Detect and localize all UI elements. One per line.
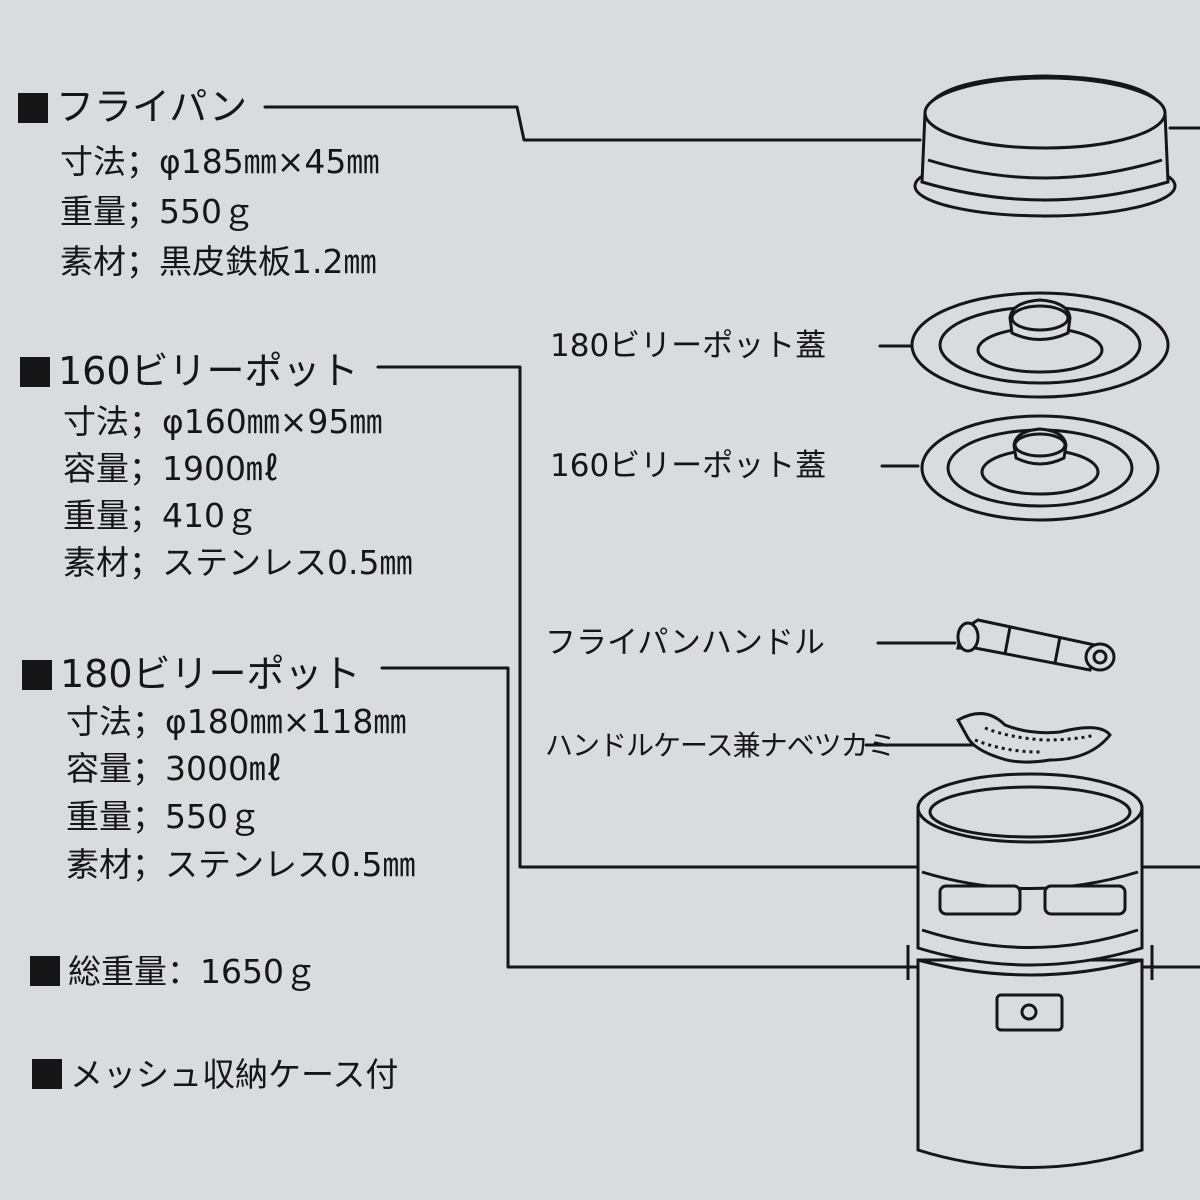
leader-line-fry-pan [263,105,922,142]
handle-case-drawing [955,712,1112,764]
fry-pan-material: 素材；黒皮鉄板1.2㎜ [60,242,377,281]
leader-line-pot-160 [376,365,1200,869]
fry-pan-heading: フライパン [18,88,247,126]
label-lid-180: 180ビリーポット蓋 [550,328,827,364]
mesh-case-note: メッシュ収納ケース付 [32,1058,398,1091]
fry-pan-size: 寸法；φ185㎜×45㎜ [60,142,380,181]
total-weight: 総重量：1650ｇ [30,955,317,988]
pot-160-heading: 160ビリーポット [20,352,359,390]
bullet-square-icon [30,956,60,986]
pot-180-size: 寸法；φ180㎜×118㎜ [66,702,407,741]
pot-180-heading: 180ビリーポット [22,655,361,693]
pot-160-size: 寸法；φ160㎜×95㎜ [63,402,383,441]
pot-160-material: 素材；ステンレス0.5㎜ [63,543,413,582]
lid-180-drawing [910,291,1170,399]
label-lid-160: 160ビリーポット蓋 [550,448,827,484]
bullet-square-icon [18,93,48,123]
bullet-square-icon [20,357,50,387]
label-handle: フライパンハンドル [545,625,825,661]
fry-pan-weight: 重量；550ｇ [60,192,255,231]
bullet-square-icon [22,660,52,690]
fry-pan-drawing [913,74,1177,218]
stacked-pots-drawing [906,772,1154,1169]
handle-drawing [956,618,1116,672]
pot-160-capacity: 容量；1900㎖ [63,449,279,488]
leader-line-pot-180 [380,666,1200,969]
label-handle-case: ハンドルケース兼ナベツカミ [545,729,896,762]
pot-180-weight: 重量；550ｇ [66,797,261,836]
bullet-square-icon [32,1059,62,1089]
pot-180-material: 素材；ステンレス0.5㎜ [66,845,416,884]
pot-180-capacity: 容量；3000㎖ [66,749,282,788]
lid-160-drawing [920,414,1160,522]
pot-160-weight: 重量；410ｇ [63,496,258,535]
